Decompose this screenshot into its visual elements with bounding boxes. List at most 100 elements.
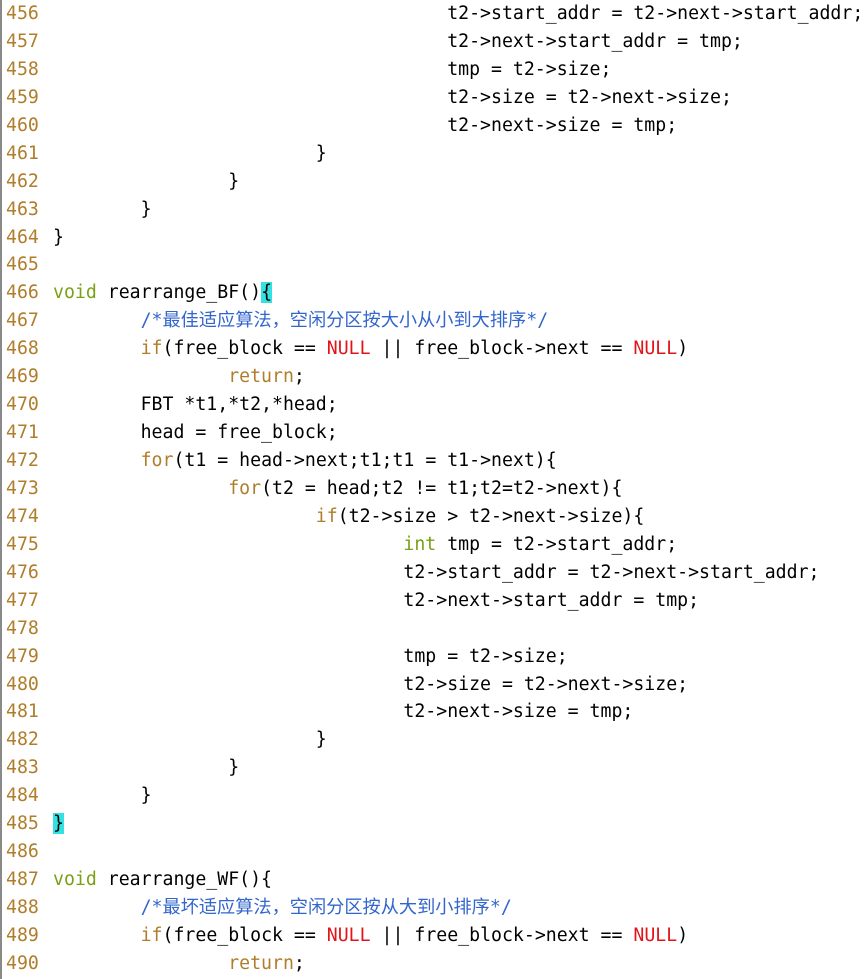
code-token (53, 925, 141, 946)
line-number: 479 (6, 645, 39, 667)
code-line[interactable]: 462 } (2, 168, 865, 196)
code-line[interactable]: 476 t2->start_addr = t2->next->start_add… (2, 559, 865, 587)
code-token: t2->start_addr = t2->next->start_addr; (53, 561, 820, 583)
code-line[interactable]: 460 t2->next->size = tmp; (2, 112, 865, 140)
code-line[interactable]: 469 return; (2, 363, 865, 391)
code-line[interactable]: 484 } (2, 782, 865, 810)
code-line[interactable]: 490 return; (2, 950, 865, 978)
line-number: 465 (6, 254, 39, 276)
keyword-token: return (228, 366, 294, 388)
code-line[interactable]: 481 t2->next->size = tmp; (2, 698, 865, 726)
comment-token: /*最坏适应算法，空闲分区按从大到小排序*/ (53, 897, 512, 918)
line-number: 470 (6, 394, 39, 416)
code-token (53, 534, 403, 555)
line-number: 469 (6, 366, 39, 388)
code-token: } (53, 142, 327, 164)
code-token: || free_block->next == (370, 338, 634, 360)
line-number: 457 (6, 30, 39, 52)
line-number: 472 (6, 450, 39, 471)
code-token: (t1 = head->next;t1;t1 = t1->next){ (173, 450, 557, 471)
code-line[interactable]: 478 (2, 615, 865, 643)
code-token: ; (293, 366, 305, 388)
keyword-token: for (140, 450, 174, 471)
code-text: t2->size = t2->next->size; (53, 84, 732, 112)
code-line[interactable]: 473 for(t2 = head;t2 != t1;t2=t2->next){ (2, 475, 865, 503)
code-text: } (53, 754, 239, 782)
keyword-token: if (140, 338, 163, 360)
code-token: t2->next->start_addr = tmp; (53, 30, 743, 52)
line-number: 466 (6, 282, 39, 304)
code-line[interactable]: 465 (2, 251, 865, 279)
code-line[interactable]: 468 if(free_block == NULL || free_block-… (2, 335, 865, 363)
line-number: 480 (6, 673, 39, 695)
code-line[interactable]: 488 /*最坏适应算法，空闲分区按从大到小排序*/ (2, 894, 865, 922)
line-number: 475 (6, 533, 39, 555)
code-token: ) (677, 338, 689, 360)
code-line[interactable]: 458 tmp = t2->size; (2, 56, 865, 84)
null-token: NULL (326, 338, 371, 360)
code-token: } (53, 198, 152, 220)
code-token (53, 450, 141, 471)
code-text: return; (53, 950, 305, 978)
code-text: return; (53, 363, 305, 391)
line-number: 488 (6, 897, 39, 918)
code-line[interactable]: 480 t2->size = t2->next->size; (2, 671, 865, 699)
line-number: 467 (6, 310, 39, 332)
line-number: 487 (6, 869, 39, 891)
code-token: (t2->size > t2->next->size){ (337, 505, 645, 527)
code-token: } (53, 757, 240, 779)
line-number: 477 (6, 589, 39, 611)
code-token (53, 366, 228, 387)
code-line[interactable]: 483 } (2, 754, 865, 782)
code-token: (free_block == (162, 924, 327, 946)
code-line[interactable]: 479 tmp = t2->size; (2, 643, 865, 671)
code-line[interactable]: 457 t2->next->start_addr = tmp; (2, 28, 865, 56)
code-line[interactable]: 482 } (2, 726, 865, 754)
code-token: FBT *t1,*t2,*head; (53, 394, 338, 416)
code-line[interactable]: 485} (2, 810, 865, 838)
code-line[interactable]: 474 if(t2->size > t2->next->size){ (2, 503, 865, 531)
code-token: } (53, 170, 240, 192)
code-text: t2->next->size = tmp; (53, 698, 633, 726)
keyword-token: int (403, 533, 437, 555)
code-line[interactable]: 467 /*最佳适应算法，空闲分区按大小从小到大排序*/ (2, 307, 865, 335)
code-token: t2->size = t2->next->size; (53, 673, 689, 695)
line-number: 484 (6, 785, 39, 807)
code-line[interactable]: 459 t2->size = t2->next->size; (2, 84, 865, 112)
code-token: } (53, 785, 152, 807)
code-text: /*最坏适应算法，空闲分区按从大到小排序*/ (53, 894, 512, 922)
line-number: 489 (6, 924, 39, 946)
code-line[interactable]: 472 for(t1 = head->next;t1;t1 = t1->next… (2, 447, 865, 475)
keyword-token: return (228, 952, 294, 974)
line-number: 468 (6, 338, 39, 360)
line-number: 461 (6, 142, 39, 164)
code-text: } (53, 168, 239, 196)
code-line[interactable]: 464} (2, 224, 865, 252)
code-line[interactable]: 463 } (2, 196, 865, 224)
code-text: t2->next->start_addr = tmp; (53, 587, 699, 615)
keyword-token: if (315, 505, 338, 527)
code-token (53, 506, 316, 527)
code-line[interactable]: 470 FBT *t1,*t2,*head; (2, 391, 865, 419)
line-number: 476 (6, 561, 39, 583)
code-token: tmp = t2->size; (53, 58, 612, 80)
code-text: t2->size = t2->next->size; (53, 671, 688, 699)
code-line[interactable]: 471 head = free_block; (2, 419, 865, 447)
keyword-token: for (228, 477, 262, 499)
code-token: rearrange_BF() (96, 282, 262, 304)
code-line[interactable]: 477 t2->next->start_addr = tmp; (2, 587, 865, 615)
line-number: 473 (6, 477, 39, 499)
line-number: 486 (6, 841, 39, 863)
code-token: } (53, 729, 327, 751)
code-text: } (53, 782, 152, 810)
code-token: (t2 = head;t2 != t1;t2=t2->next){ (261, 477, 623, 499)
code-line[interactable]: 489 if(free_block == NULL || free_block-… (2, 922, 865, 950)
code-line[interactable]: 461 } (2, 140, 865, 168)
code-line[interactable]: 486 (2, 838, 865, 866)
code-line[interactable]: 456 t2->start_addr = t2->next->start_add… (2, 0, 865, 28)
code-line[interactable]: 475 int tmp = t2->start_addr; (2, 531, 865, 559)
code-token: t2->next->size = tmp; (53, 114, 678, 136)
